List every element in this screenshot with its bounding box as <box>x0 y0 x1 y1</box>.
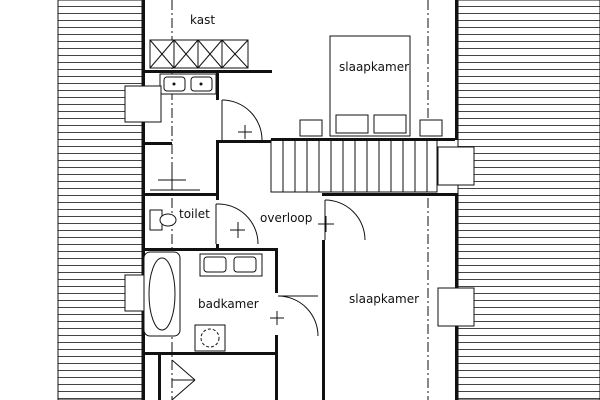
wall-badkamer-right <box>275 248 278 293</box>
wall-slaapkamer-left <box>322 240 325 400</box>
door-badkamer[interactable] <box>270 295 319 337</box>
wall-badkamer-top <box>142 248 278 251</box>
nightstand-right <box>419 119 443 137</box>
bed-pillows <box>335 114 407 134</box>
label-kast: kast <box>190 13 215 27</box>
wall-closet-bottom <box>142 142 172 145</box>
washbasins-bath <box>199 253 263 277</box>
outer-wall-left <box>142 0 145 400</box>
label-overloop: overloop <box>260 211 312 225</box>
toilet-bowl <box>149 209 177 231</box>
wall-closet-bottom-left <box>158 355 161 400</box>
skylight-top-left <box>124 85 162 123</box>
label-toilet: toilet <box>179 207 210 221</box>
outer-wall-right <box>455 0 458 140</box>
wall-stair-bottom <box>322 193 458 196</box>
staircase[interactable] <box>270 139 438 193</box>
door-toilet[interactable] <box>215 203 259 245</box>
wall-toilet-right <box>216 244 219 250</box>
wall-overloop-left <box>216 140 219 200</box>
label-slaapkamer-bottom: slaapkamer <box>349 292 419 306</box>
door-slaapkamer[interactable] <box>318 199 366 241</box>
door-kast[interactable] <box>221 99 263 141</box>
wall-closet-right <box>216 73 219 100</box>
wall-top-landing <box>216 140 271 143</box>
roof-slope-right <box>457 0 600 400</box>
label-slaapkamer-top: slaapkamer <box>339 60 409 74</box>
wall-toilet-top <box>142 193 219 196</box>
label-badkamer: badkamer <box>198 297 259 311</box>
skylight-top-right <box>437 146 475 186</box>
wall-stair-top <box>271 138 455 141</box>
bathtub <box>143 251 181 337</box>
shower-corner <box>150 168 200 191</box>
wall-badkamer-right-lower <box>275 335 278 400</box>
roof-slope-left <box>57 0 143 400</box>
nightstand-left <box>299 119 323 137</box>
wardrobe <box>149 39 249 69</box>
wall-kast-bottom <box>142 70 272 73</box>
skylight-slaapkamer <box>437 287 475 327</box>
closet-lines-bottom <box>171 359 196 400</box>
wall-badkamer-bottom <box>142 352 278 355</box>
washbasins-top <box>159 73 217 95</box>
washing-machine <box>194 324 226 352</box>
